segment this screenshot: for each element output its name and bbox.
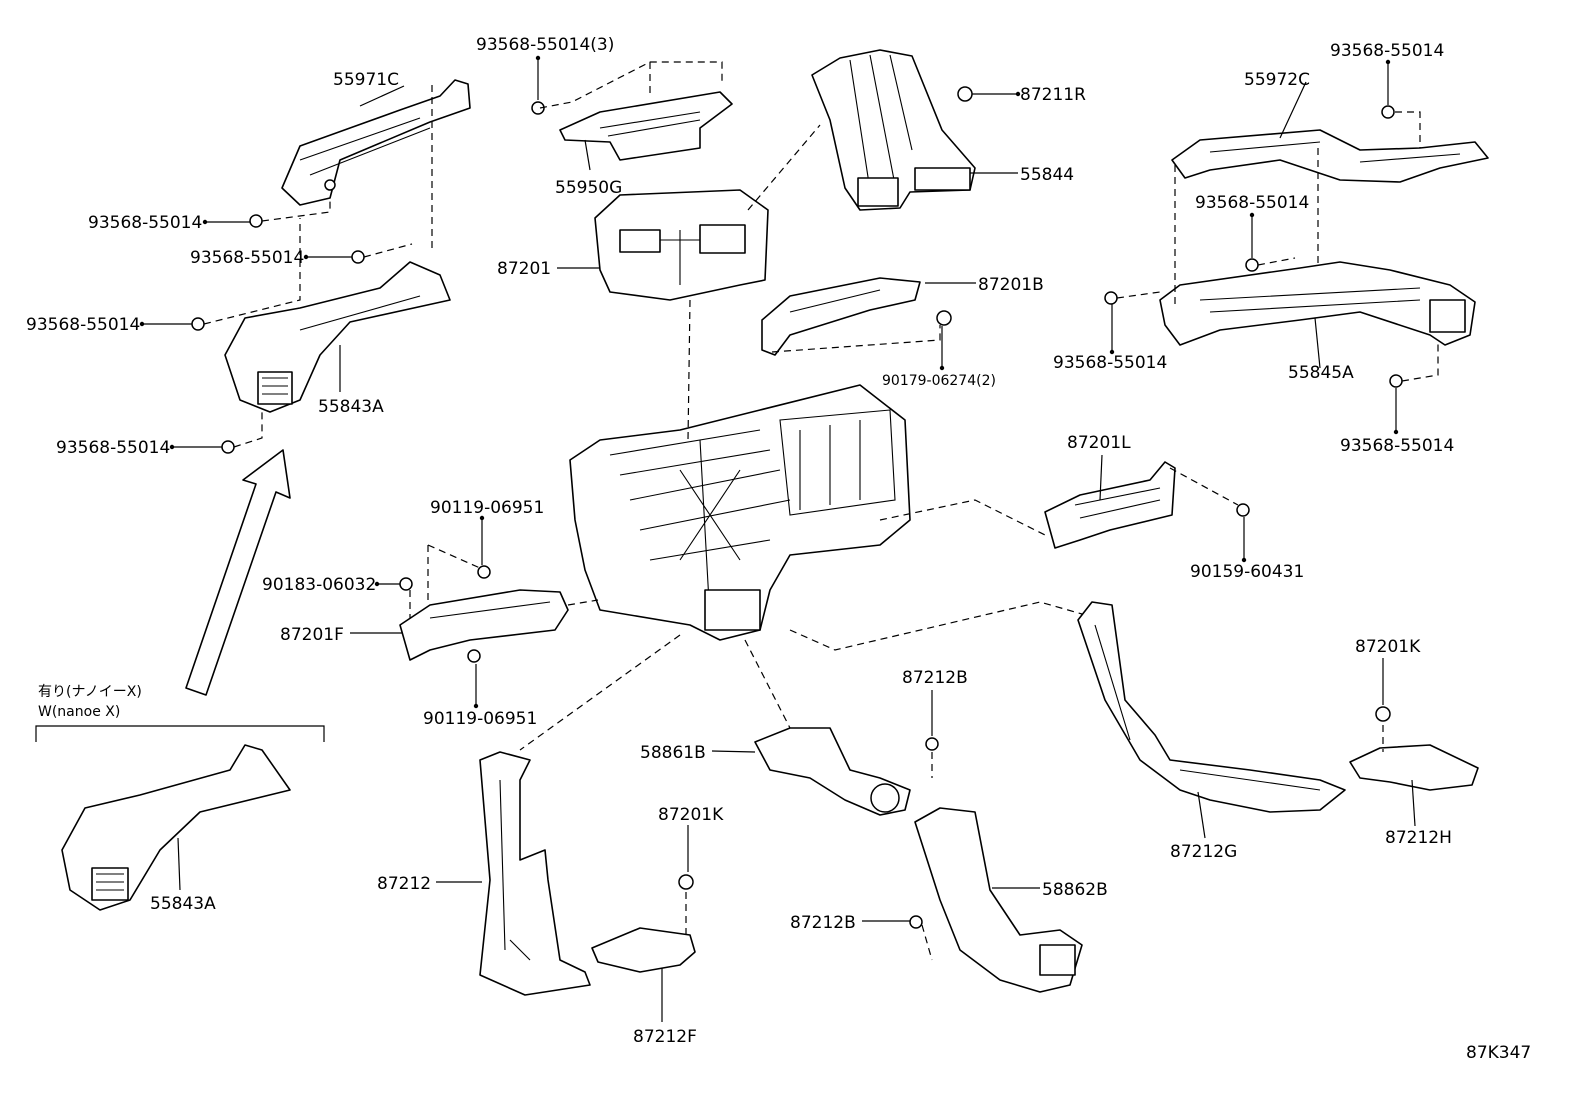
variant-arrow (185, 449, 291, 696)
variant-note-en: W(nanoe X) (38, 704, 120, 720)
leader-lines (139, 55, 1416, 1022)
label-93568-55014-left-1[interactable]: 93568-55014 (88, 213, 202, 233)
label-87211R[interactable]: 87211R (1020, 85, 1086, 105)
label-58862B[interactable]: 58862B (1042, 880, 1108, 900)
label-90159-60431[interactable]: 90159-60431 (1190, 562, 1304, 582)
label-90179-06274-2[interactable]: 90179-06274(2) (882, 373, 996, 389)
label-55843A-bot[interactable]: 55843A (150, 894, 216, 914)
assembly-dash-lines (203, 61, 1439, 961)
part-55843A-bot-shape (61, 744, 291, 911)
part-87212F-shape (591, 927, 696, 973)
part-87201L-shape (1044, 461, 1176, 549)
label-93568-55014-top-right[interactable]: 93568-55014 (1330, 41, 1444, 61)
label-87201L[interactable]: 87201L (1067, 433, 1131, 453)
part-55972C-shape (1171, 129, 1489, 183)
label-93568-55014-left-2[interactable]: 93568-55014 (190, 248, 304, 268)
part-55844-shape (811, 49, 976, 211)
part-58861B-shape (754, 727, 911, 816)
label-90119-06951-a[interactable]: 90119-06951 (430, 498, 544, 518)
footer-code: 87K347 (1466, 1043, 1531, 1063)
part-55845A-shape (1159, 261, 1476, 346)
part-87212-shape (479, 751, 591, 996)
label-87201K-a[interactable]: 87201K (658, 805, 724, 825)
label-55843A-top[interactable]: 55843A (318, 397, 384, 417)
label-87212[interactable]: 87212 (377, 874, 431, 894)
label-93568-55014-left-3[interactable]: 93568-55014 (26, 315, 140, 335)
part-87212G-shape (1077, 601, 1346, 813)
part-hvac-unit-shape (569, 384, 911, 641)
part-55950G-shape (559, 91, 733, 161)
part-55971C-shape (281, 79, 471, 206)
label-93568-55014-right-3[interactable]: 93568-55014 (1340, 436, 1454, 456)
label-55972C[interactable]: 55972C (1244, 70, 1310, 90)
part-87201B-shape (761, 277, 921, 356)
part-labels: 55971C 93568-55014(3) 55950G 87211R 5584… (26, 35, 1531, 1063)
variant-note-jp: 有り(ナノイーX) (38, 684, 142, 700)
label-87212G[interactable]: 87212G (1170, 842, 1237, 862)
label-55950G[interactable]: 55950G (555, 178, 622, 198)
part-87212H-shape (1349, 744, 1479, 791)
label-87212H[interactable]: 87212H (1385, 828, 1452, 848)
label-55971C[interactable]: 55971C (333, 70, 399, 90)
label-93568-55014-3[interactable]: 93568-55014(3) (476, 35, 614, 55)
part-58862B-shape (914, 807, 1083, 993)
part-55843A-top-shape (224, 261, 451, 413)
label-90119-06951-b[interactable]: 90119-06951 (423, 709, 537, 729)
label-87201[interactable]: 87201 (497, 259, 551, 279)
label-93568-55014-right-2[interactable]: 93568-55014 (1053, 353, 1167, 373)
label-87201K-b[interactable]: 87201K (1355, 637, 1421, 657)
label-87201F[interactable]: 87201F (280, 625, 344, 645)
label-55844[interactable]: 55844 (1020, 165, 1074, 185)
part-87201-shape (594, 189, 769, 301)
label-87212B-a[interactable]: 87212B (902, 668, 968, 688)
label-90183-06032[interactable]: 90183-06032 (262, 575, 376, 595)
label-87212B-b[interactable]: 87212B (790, 913, 856, 933)
label-93568-55014-left-4[interactable]: 93568-55014 (56, 438, 170, 458)
label-55845A[interactable]: 55845A (1288, 363, 1354, 383)
label-87212F[interactable]: 87212F (633, 1027, 697, 1047)
part-87201F-shape (399, 589, 569, 661)
label-58861B[interactable]: 58861B (640, 743, 706, 763)
fasteners (191, 86, 1403, 929)
label-87201B[interactable]: 87201B (978, 275, 1044, 295)
variant-bracket (35, 725, 325, 742)
label-93568-55014-right-1[interactable]: 93568-55014 (1195, 193, 1309, 213)
